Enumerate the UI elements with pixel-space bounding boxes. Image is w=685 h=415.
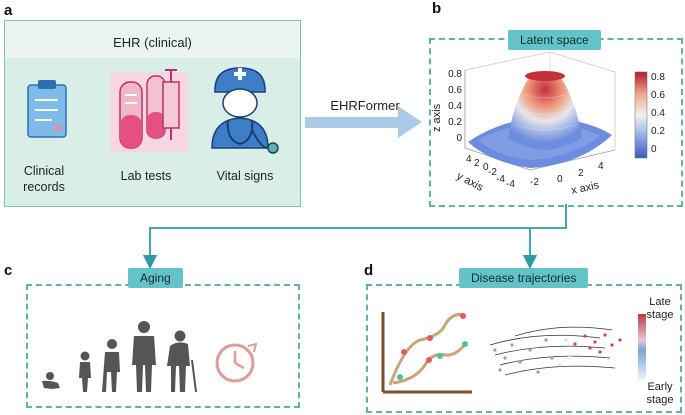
ehrformer-arrow: [305, 106, 422, 138]
x-axis-label: x axis: [570, 179, 600, 197]
panel-letter-a: a: [4, 2, 13, 19]
z-axis-label: z axis: [431, 103, 443, 132]
z-tick: 0.2: [448, 117, 462, 128]
connector-arrows: [142, 204, 567, 270]
aging-title: Aging: [128, 268, 183, 288]
latent-space-title: Latent space: [508, 30, 601, 50]
colorbar-tick: 0: [651, 144, 657, 155]
trajectory-point: [427, 335, 433, 341]
trajectory-point: [437, 353, 443, 359]
y-tick: 0: [483, 162, 489, 173]
trajectory-point: [401, 349, 407, 355]
trajectory-point: [462, 341, 468, 347]
x-tick: 0: [557, 174, 563, 185]
y-tick: 4: [466, 154, 472, 165]
z-tick: 0.8: [448, 69, 462, 80]
doctor-stethoscope-icon: [211, 67, 279, 154]
test-tubes-syringe-icon: [110, 69, 188, 152]
y-axis-label: y axis: [455, 170, 486, 194]
colorbar-tick: 0.2: [651, 126, 665, 137]
x-tick: -4: [506, 179, 515, 190]
x-tick: -2: [530, 177, 539, 188]
panel-letter-b: b: [432, 0, 442, 17]
ehr-item-lab-label: Lab tests: [120, 169, 172, 183]
early-stage-label-2: stage: [646, 394, 674, 406]
clipboard-icon: [27, 80, 67, 138]
panel-letter-d: d: [364, 262, 374, 279]
surface-plot: [464, 51, 616, 171]
y-tick: 2: [474, 158, 480, 169]
aging-silhouettes-icon: [42, 321, 197, 393]
y-tick: -2: [488, 167, 497, 178]
aging-box: [26, 284, 300, 408]
stage-colorbar: [638, 314, 646, 380]
y-tick: -4: [496, 174, 505, 185]
late-stage-label-2: stage: [646, 309, 674, 321]
ehr-item-clinical-label-2: records: [23, 180, 65, 194]
ehr-item-clinical-label-1: Clinical: [23, 164, 65, 178]
x-tick: 4: [598, 161, 604, 172]
ehr-item-vital-label: Vital signs: [216, 169, 274, 183]
ehr-title: EHR (clinical): [113, 35, 192, 50]
panel-letter-c: c: [4, 262, 13, 279]
ehrformer-label: EHRFormer: [330, 98, 400, 113]
z-tick: 0.4: [448, 101, 462, 112]
trajectory-point: [426, 357, 432, 363]
disease-title: Disease trajectories: [459, 268, 589, 288]
colorbar-tick: 0.4: [651, 108, 665, 119]
colorbar-tick: 0.8: [651, 72, 665, 83]
trajectory-point: [460, 313, 466, 319]
trajectory-point: [397, 374, 403, 380]
z-tick: 0.6: [448, 85, 462, 96]
z-tick: 0: [456, 133, 462, 144]
colorbar: [634, 71, 648, 159]
late-stage-label-1: Late: [649, 296, 671, 308]
early-stage-label-1: Early: [647, 381, 673, 393]
colorbar-tick: 0.6: [651, 90, 665, 101]
x-tick: 2: [578, 168, 584, 179]
stream-plot: [489, 326, 622, 376]
clock-icon: [215, 342, 258, 383]
trajectory-plot: [381, 312, 472, 394]
